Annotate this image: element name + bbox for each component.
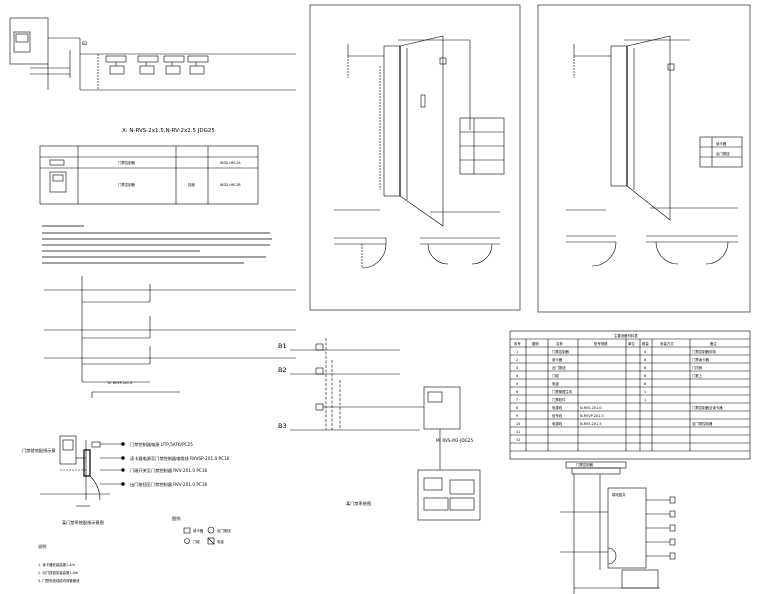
eq-cell-name: 读卡器 [552, 357, 563, 362]
note-3: 3. 门禁系统线缆均穿管敷设 [38, 578, 80, 583]
eq-cell-qty: 4 [644, 350, 646, 354]
eq-cell-no: 3 [516, 366, 518, 370]
top-left-system-diagram [9, 17, 296, 91]
eq-cell-no: 11 [516, 430, 520, 434]
eq-cell-no: 7 [516, 398, 518, 402]
bus-system-diagram [290, 338, 481, 521]
eq-h7: 备注 [710, 341, 717, 346]
general-notes-block [42, 225, 272, 264]
eq-cell-note: 门框上 [692, 373, 703, 378]
note-1: 1. 读卡器安装高度1.4m [38, 562, 75, 567]
eq-cell-spec: N-RVVP-2X1.5 [580, 414, 604, 418]
eq-cell-no: 9 [516, 414, 518, 418]
legend-label-1: 出门按钮 [217, 528, 231, 533]
bus-label-b1: B1 [278, 342, 287, 350]
wiring-rails-diagram [44, 276, 296, 398]
bus-caption: 某门禁系统图 [346, 500, 371, 507]
door-line-1: 门禁控制器电源 UTP,5AT6/PC25 [130, 441, 193, 448]
eq-cell-spec: N-RVS-2X1.5 [580, 422, 602, 426]
door-wiring-detail [40, 435, 215, 545]
eq-cell-spec: N-RVS-2X1.0 [580, 406, 602, 410]
door-line-2: 读卡器电源至门禁控制器电缆线 RVVSP-2X1.0 PC16 [130, 455, 230, 462]
bus-label-b2: B2 [278, 366, 287, 374]
riser-label-0: 门禁控制器 [576, 462, 594, 467]
door-caption: 某门禁系统配线示意图 [62, 519, 104, 526]
door-wiring-heading: 门禁就地配线示意 [22, 447, 56, 454]
eq-h5: 数量 [642, 341, 649, 346]
right-legend-0: 读卡器 [716, 141, 727, 146]
top-formula: X: N-RVS-2x1.5,N-RV-2x2.5 JDG25 [122, 128, 215, 134]
notes-title: 说明 [38, 543, 46, 550]
eq-h4: 单位 [628, 341, 635, 346]
equipment-table-title: 主要设备材料表 [614, 333, 638, 338]
eq-cell-note: 至门禁控制器 [692, 421, 713, 426]
wiring-formula: N: RVVP-2x1.0 [108, 381, 132, 385]
eq-cell-note: 门禁读卡器 [692, 357, 710, 362]
eq-h1: 图例 [532, 341, 539, 346]
eq-cell-no: 10 [516, 422, 520, 426]
bus-label-b2-top: B2 [82, 41, 88, 46]
controller-table [39, 145, 259, 205]
eq-cell-qty: 1 [644, 390, 646, 394]
legend-label-3: 电锁 [217, 539, 224, 544]
note-2: 2. 出门按钮安装高度1.4m [38, 570, 79, 575]
legend-label-0: 读卡器 [193, 528, 204, 533]
eq-cell-qty: 8 [644, 358, 646, 362]
eq-cell-qty: 8 [644, 382, 646, 386]
eq-cell-note: 门禁控制器至读卡器 [692, 405, 723, 410]
eq-h2: 名称 [556, 341, 563, 346]
bus-formula: M: RVS-M3-JDG25 [436, 438, 473, 443]
eq-cell-name: 信号线 [552, 413, 563, 418]
ctrl-row2-c3: 挂墙 [188, 182, 195, 187]
eq-h3: 型号规格 [594, 341, 608, 346]
eq-cell-name: 门禁管理主机 [552, 389, 573, 394]
eq-cell-no: 2 [516, 358, 518, 362]
eq-cell-name: 门磁 [552, 373, 559, 378]
equipment-rows: 1 门禁控制器 4 门禁控制器供电 2 读卡器 8 门禁读卡器 3 出门按钮 8 门内侧 4 门磁 8 门框上… [516, 349, 723, 442]
eq-cell-note: 门内侧 [692, 365, 703, 370]
eq-cell-qty: 8 [644, 366, 646, 370]
door-legend-title: 图例 [172, 515, 180, 522]
door-detail-frame-right [537, 4, 751, 313]
eq-cell-no: 1 [516, 350, 518, 354]
eq-cell-name: 门禁控制器 [552, 349, 570, 354]
eq-cell-name: 电源线 [552, 421, 563, 426]
door-line-3: 门磁开关至门禁控制器 RVV-2X1.0 PC16 [130, 467, 208, 474]
eq-cell-name: 电源线 [552, 405, 563, 410]
eq-h0: 序号 [514, 341, 521, 346]
ctrl-row1-c2: 门禁控制器 [118, 160, 136, 165]
eq-cell-no: 6 [516, 390, 518, 394]
ctrl-row2-c4: WSD-HM-2B [220, 183, 241, 187]
eq-cell-no: 8 [516, 406, 518, 410]
eq-cell-name: 出门按钮 [552, 365, 566, 370]
eq-cell-qty: 1 [644, 398, 646, 402]
ctrl-row1-c4: WSD-HM-2A [220, 161, 241, 165]
riser-label-1: 弱电竖井 [612, 492, 626, 497]
equipment-table [509, 330, 751, 460]
eq-cell-note: 门禁控制器供电 [692, 349, 716, 354]
eq-h6: 安装方式 [660, 341, 674, 346]
door-line-4: 出门按钮至门禁控制器 RVV-2X1.0 PC16 [130, 481, 208, 488]
door-detail-frame-center [309, 4, 521, 311]
riser-diagram [560, 461, 676, 594]
eq-cell-qty: 8 [644, 374, 646, 378]
eq-cell-no: 4 [516, 374, 518, 378]
eq-cell-name: 门禁软件 [552, 397, 566, 402]
legend-label-2: 门磁 [193, 539, 200, 544]
eq-cell-no: 5 [516, 382, 518, 386]
ctrl-row2-c2: 门禁控制器 [118, 182, 136, 187]
right-legend-1: 出门按钮 [716, 151, 730, 156]
bus-label-b3: B3 [278, 422, 287, 430]
eq-cell-no: 12 [516, 438, 520, 442]
eq-cell-name: 电锁 [552, 381, 559, 386]
